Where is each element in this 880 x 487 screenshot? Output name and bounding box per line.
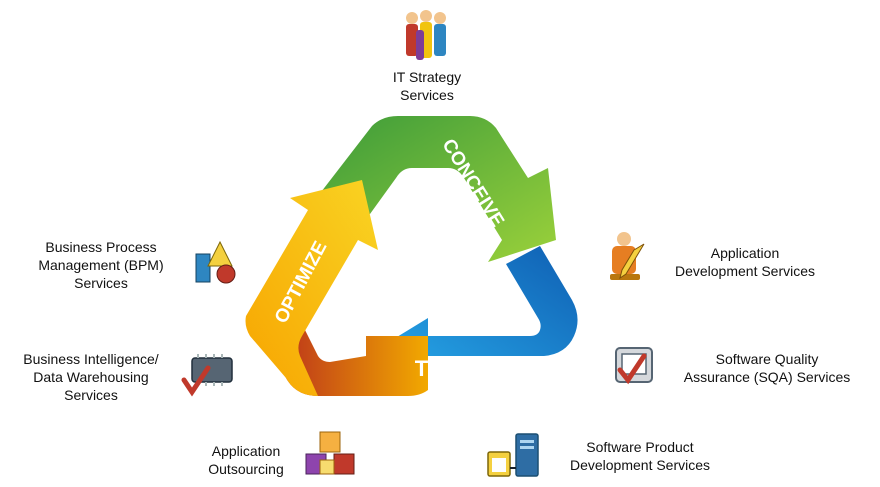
- product-dev-line1: Software Product: [586, 439, 694, 455]
- product-dev-label: Software Product Development Services: [552, 438, 728, 474]
- sqa-label: Software Quality Assurance (SQA) Service…: [662, 350, 872, 386]
- bpm-line1: Business Process: [45, 239, 157, 255]
- product-dev-line2: Development Services: [569, 457, 711, 473]
- conceive-arrow: [318, 116, 556, 262]
- bpm-line2: Management (BPM): [38, 257, 164, 273]
- bi-dw-line3: Services: [64, 387, 118, 403]
- optimize-arrow: [245, 180, 378, 396]
- it-strategy-label: IT Strategy Services: [362, 68, 492, 104]
- app-dev-label: Application Development Services: [660, 244, 830, 280]
- app-dev-line2: Development Services: [674, 263, 816, 279]
- bpm-label: Business Process Management (BPM) Servic…: [16, 238, 186, 292]
- it-strategy-line2: Services: [400, 87, 454, 103]
- app-dev-line1: Application: [710, 245, 780, 261]
- outsourcing-line2: Outsourcing: [208, 461, 284, 477]
- cubes-icon: [302, 430, 360, 482]
- bpm-line3: Services: [74, 275, 128, 291]
- outsourcing-label: Application Outsourcing: [186, 442, 306, 478]
- computer-tower-icon: [486, 432, 552, 482]
- it-strategy-line1: IT Strategy: [392, 69, 462, 85]
- quality-check-icon: [612, 344, 656, 388]
- outsourcing-line1: Application: [211, 443, 281, 459]
- bi-dw-line2: Data Warehousing: [33, 369, 149, 385]
- bi-dw-line1: Business Intelligence/: [23, 351, 159, 367]
- developer-pencil-icon: [604, 230, 650, 282]
- chip-check-icon: [180, 350, 238, 400]
- sqa-line2: Assurance (SQA) Services: [683, 369, 851, 385]
- transform-label: TRANSFORM: [415, 356, 556, 381]
- shapes-icon: [192, 240, 242, 286]
- people-group-icon: [402, 8, 450, 64]
- sqa-line1: Software Quality: [715, 351, 819, 367]
- bi-dw-label: Business Intelligence/ Data Warehousing …: [6, 350, 176, 404]
